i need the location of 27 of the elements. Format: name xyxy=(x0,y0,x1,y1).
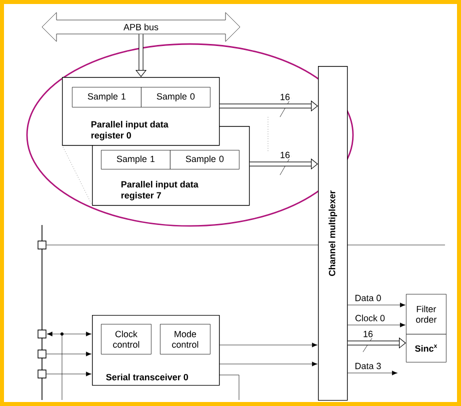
register-field: Sample 0 xyxy=(170,150,240,170)
pin-square xyxy=(38,240,46,250)
pin-square xyxy=(38,330,46,338)
arrow xyxy=(46,332,92,336)
arrow xyxy=(220,342,318,348)
arrow xyxy=(348,322,406,328)
pin-square xyxy=(38,350,46,358)
pin-square xyxy=(38,370,46,378)
edge-label: 16 xyxy=(362,330,374,338)
edge-label: Clock 0 xyxy=(354,314,386,322)
arrow xyxy=(46,352,92,356)
arrow xyxy=(220,362,318,366)
arrow xyxy=(348,370,398,376)
register-field: Sample 0 xyxy=(141,87,210,108)
control-box: Clock control xyxy=(101,324,152,354)
register-field: Sample 1 xyxy=(101,150,170,170)
edge-label: Data 3 xyxy=(354,362,382,370)
control-box: Mode control xyxy=(160,324,210,354)
multiplexer-box: Channel multiplexer xyxy=(318,66,348,401)
arrow xyxy=(46,372,92,376)
edge-label: 16 xyxy=(279,150,291,160)
filter-box: Sinc$^{x}$ xyxy=(406,334,446,362)
filter-box: Filter order xyxy=(406,294,446,334)
edge-label: 16 xyxy=(279,92,291,102)
edge-label: Data 0 xyxy=(354,294,382,302)
register-field: Sample 1 xyxy=(72,87,142,108)
arrow xyxy=(348,302,406,308)
